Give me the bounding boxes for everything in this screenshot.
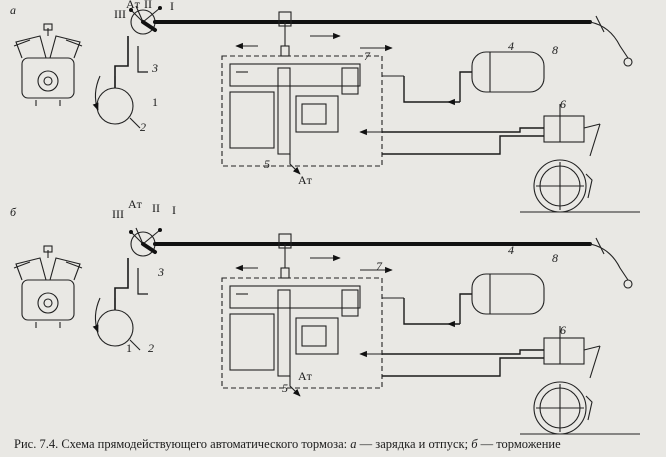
label-3: 3 — [151, 61, 158, 75]
label-roman-1: I — [170, 0, 174, 13]
label-2: 2 — [140, 120, 146, 134]
label-2: 2 — [148, 341, 154, 355]
label-1: 1 — [126, 341, 132, 355]
label-5: 5 — [264, 157, 270, 171]
panel-a — [14, 6, 640, 212]
label-roman-3: III — [112, 207, 124, 221]
panel-a-labels: а 1 2 3 4 5 6 7 8 I II III Aт Aт — [10, 0, 566, 187]
label-4: 4 — [508, 243, 514, 257]
label-roman-2: II — [144, 0, 152, 11]
label-7: 7 — [364, 49, 371, 63]
label-8: 8 — [552, 251, 558, 265]
label-6: 6 — [560, 97, 566, 111]
label-roman-3: III — [114, 7, 126, 21]
panel-b-labels: б 1 2 3 4 5 6 7 8 I II III Aт Aт — [10, 197, 566, 395]
label-6: 6 — [560, 323, 566, 337]
caption-prefix: Рис. 7.4. Схема прямодействующего автома… — [14, 437, 351, 451]
panel-letter: б — [10, 205, 17, 219]
label-1: 1 — [152, 95, 158, 109]
label-3: 3 — [157, 265, 164, 279]
label-4: 4 — [508, 39, 514, 53]
panel-letter: а — [10, 3, 16, 17]
label-at-top: Aт — [126, 0, 141, 11]
brake-scheme-diagram: а 1 2 3 4 5 6 7 8 I II III Aт Aт б 1 2 3… — [10, 0, 666, 436]
label-roman-1: I — [172, 203, 176, 217]
label-at-top: Aт — [128, 197, 143, 211]
caption-a-letter: а — [350, 437, 357, 451]
label-at-bottom: Aт — [298, 173, 313, 187]
panel-b — [14, 228, 640, 434]
label-5: 5 — [282, 381, 288, 395]
caption-a-text: — зарядка и отпуск; — [356, 437, 472, 451]
figure-caption: Рис. 7.4. Схема прямодействующего автома… — [14, 436, 664, 452]
label-8: 8 — [552, 43, 558, 57]
caption-b-letter: б — [471, 437, 478, 451]
label-7: 7 — [376, 259, 383, 273]
caption-b-text: — торможение — [477, 437, 561, 451]
label-roman-2: II — [152, 201, 160, 215]
label-at-bottom: Aт — [298, 369, 313, 383]
